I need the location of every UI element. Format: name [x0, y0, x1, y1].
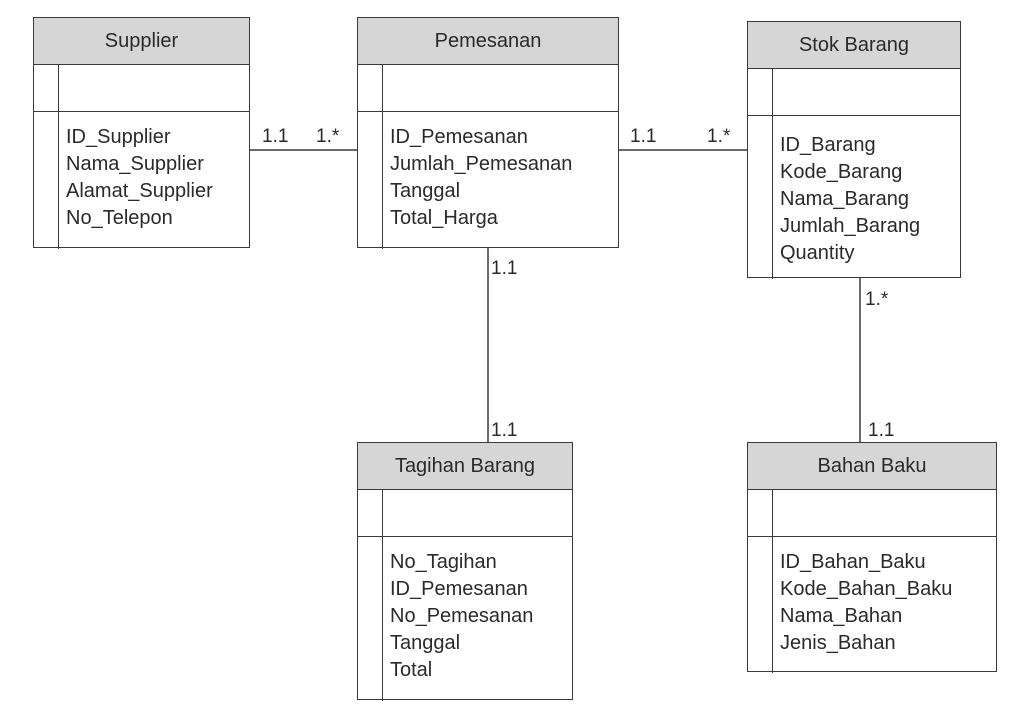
attribute: Total	[390, 659, 433, 681]
attribute: ID_Barang	[780, 134, 876, 156]
entity-title: Tagihan Barang	[358, 443, 572, 490]
multiplicity-label: 1.1	[491, 420, 518, 441]
attribute: Nama_Barang	[780, 188, 909, 210]
attribute: Quantity	[780, 242, 855, 264]
entity-operations-section	[358, 490, 572, 537]
attribute: No_Tagihan	[390, 551, 497, 573]
multiplicity-label: 1.1	[262, 126, 289, 147]
entity-attributes-section: ID_Barang Kode_Barang Nama_Barang Jumlah…	[748, 116, 960, 279]
entity-title: Supplier	[34, 18, 249, 65]
multiplicity-label: 1.1	[630, 126, 657, 147]
attribute: Kode_Barang	[780, 161, 903, 183]
multiplicity-label: 1.1	[868, 420, 895, 441]
attribute: Total_Harga	[390, 207, 498, 229]
entity-operations-section	[34, 65, 249, 112]
entity-attributes-section: ID_Bahan_Baku Kode_Bahan_Baku Nama_Bahan…	[748, 537, 996, 673]
multiplicity-label: 1.*	[707, 126, 731, 147]
attribute: Tanggal	[390, 632, 461, 654]
multiplicity-label: 1.1	[491, 258, 518, 279]
entity-attributes-section: ID_Pemesanan Jumlah_Pemesanan Tanggal To…	[358, 112, 618, 249]
attribute: Jumlah_Pemesanan	[390, 153, 573, 175]
entity-supplier[interactable]: Supplier ID_Supplier Nama_Supplier Alama…	[33, 17, 250, 249]
entity-attributes-section: No_Tagihan ID_Pemesanan No_Pemesanan Tan…	[358, 537, 572, 701]
entity-tagihan-barang[interactable]: Tagihan Barang No_Tagihan ID_Pemesanan N…	[357, 442, 573, 701]
entity-attributes-section: ID_Supplier Nama_Supplier Alamat_Supplie…	[34, 112, 249, 249]
attribute: Jenis_Bahan	[780, 632, 896, 654]
attribute: ID_Supplier	[66, 126, 171, 148]
entity-title: Bahan Baku	[748, 443, 996, 490]
entity-operations-section	[748, 490, 996, 537]
entity-title: Pemesanan	[358, 18, 618, 65]
entity-bahan-baku[interactable]: Bahan Baku ID_Bahan_Baku Kode_Bahan_Baku…	[747, 442, 997, 673]
attribute: No_Telepon	[66, 207, 173, 229]
entity-title: Stok Barang	[748, 22, 960, 69]
attribute: Nama_Supplier	[66, 153, 204, 175]
multiplicity-label: 1.*	[316, 126, 340, 147]
attribute: Jumlah_Barang	[780, 215, 921, 237]
attribute: Kode_Bahan_Baku	[780, 578, 953, 600]
multiplicity-label: 1.*	[865, 289, 889, 310]
entity-operations-section	[358, 65, 618, 112]
entity-stok-barang[interactable]: Stok Barang ID_Barang Kode_Barang Nama_B…	[747, 21, 961, 279]
attribute: ID_Pemesanan	[390, 578, 528, 600]
entity-pemesanan[interactable]: Pemesanan ID_Pemesanan Jumlah_Pemesanan …	[357, 17, 619, 249]
attribute: No_Pemesanan	[390, 605, 534, 627]
attribute: ID_Bahan_Baku	[780, 551, 926, 573]
attribute: Tanggal	[390, 180, 461, 202]
attribute: Alamat_Supplier	[66, 180, 213, 202]
entity-operations-section	[748, 69, 960, 116]
attribute: ID_Pemesanan	[390, 126, 528, 148]
attribute: Nama_Bahan	[780, 605, 903, 627]
